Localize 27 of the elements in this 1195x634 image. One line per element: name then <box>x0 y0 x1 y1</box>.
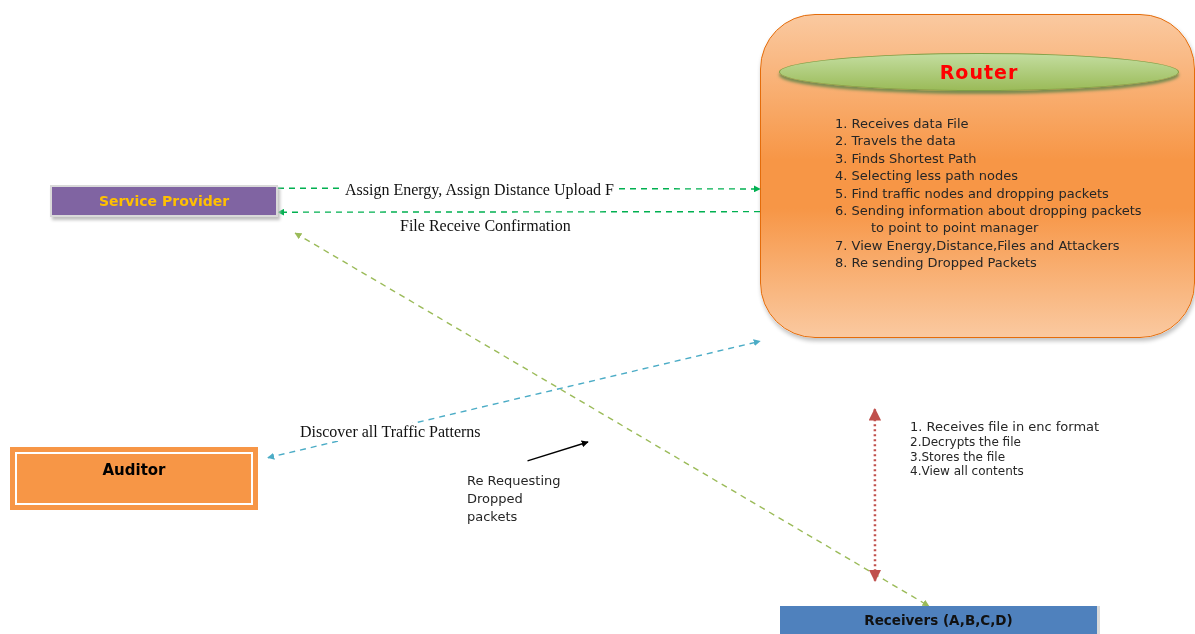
arrow <box>868 408 882 583</box>
note-text: Re Requesting Dropped packets <box>467 472 577 526</box>
box-title: Auditor <box>102 461 166 479</box>
rounded-panel <box>760 14 1195 338</box>
list-item: 8. Re sending Dropped Packets <box>835 254 1038 272</box>
process-box <box>10 447 258 510</box>
list-item: 5. Find traffic nodes and dropping packets <box>835 184 1110 203</box>
list-item: 7. View Energy,Distance,Files and Attackers <box>835 236 1121 255</box>
arrow <box>277 208 761 216</box>
box-title: Service Provider <box>98 193 230 209</box>
list-item: 1. Receives data File <box>835 115 970 133</box>
ellipse-title: Router <box>939 61 1019 83</box>
edge-label: Discover all Traffic Patterns <box>298 423 483 441</box>
list-item: 2. Travels the data <box>835 132 957 150</box>
note-text: 1. Receives file in enc format <box>910 418 1101 435</box>
box-title: Receivers (A,B,C,D) <box>864 612 1013 629</box>
note-text: 4.View all contents <box>910 464 1025 479</box>
list-item: 6. Sending information about dropping packets to point to point manager <box>835 202 1143 237</box>
note-text: 3.Stores the file <box>910 449 1006 464</box>
process-box <box>50 185 278 217</box>
list-item: 3. Finds Shortest Path <box>835 149 978 168</box>
edge-label: Assign Energy, Assign Distance Upload F <box>343 181 616 199</box>
arrow <box>526 440 589 462</box>
list-item: 4. Selecting less path nodes <box>835 167 1020 185</box>
note-text: 2.Decrypts the file <box>910 435 1022 450</box>
arrow <box>294 232 930 607</box>
process-box <box>780 606 1100 634</box>
